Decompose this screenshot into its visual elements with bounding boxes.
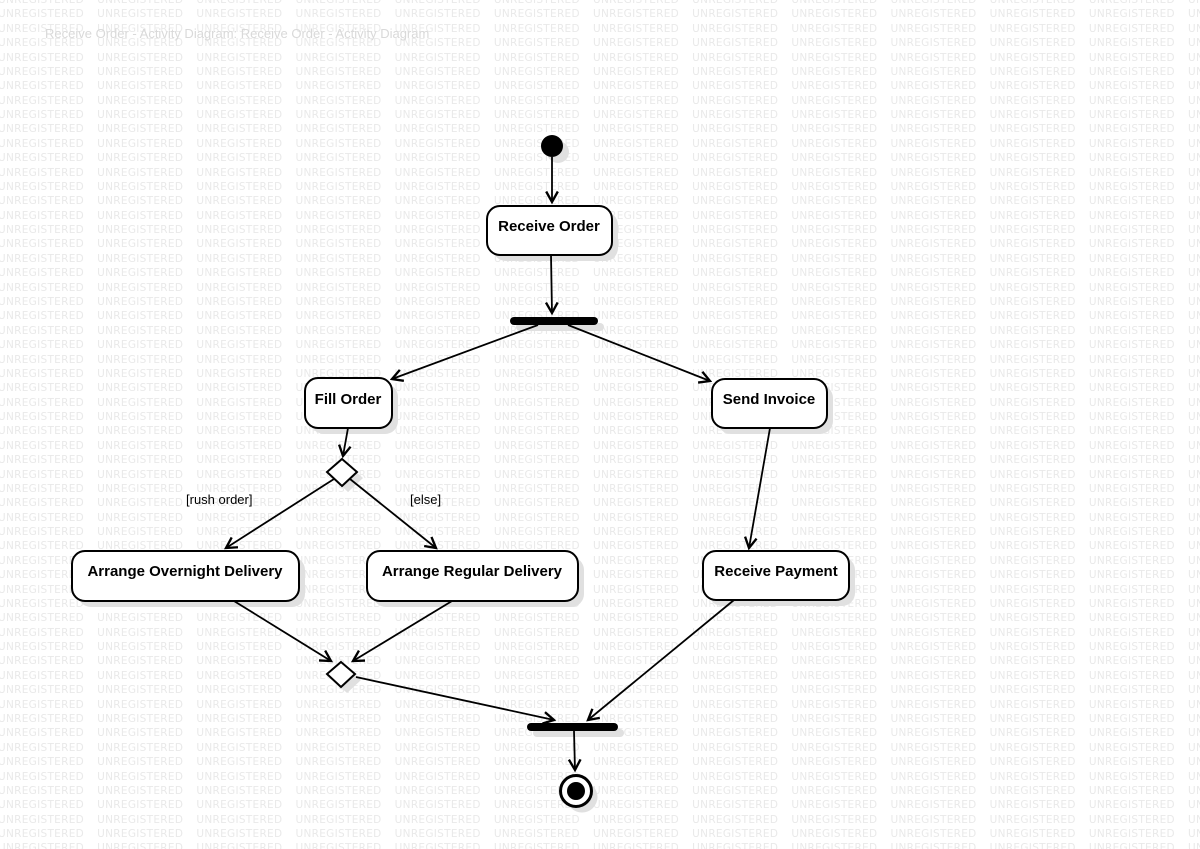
- join-bar[interactable]: [527, 723, 618, 731]
- initial-node[interactable]: [541, 135, 563, 157]
- activity-receive-order[interactable]: Receive Order: [486, 205, 613, 256]
- activity-send-invoice[interactable]: Send Invoice: [711, 378, 828, 429]
- activity-fill-order-label: Fill Order: [315, 391, 382, 408]
- flow-decision-to-overnight[interactable]: [226, 478, 335, 548]
- merge-diamond[interactable]: [325, 660, 357, 689]
- activity-receive-payment-label: Receive Payment: [714, 563, 837, 580]
- final-node-dot: [567, 782, 585, 800]
- fork-bar[interactable]: [510, 317, 598, 325]
- activity-arrange-overnight[interactable]: Arrange Overnight Delivery: [71, 550, 300, 602]
- guard-else: [else]: [410, 492, 441, 507]
- activity-arrange-overnight-label: Arrange Overnight Delivery: [87, 563, 283, 580]
- guard-rush-order: [rush order]: [186, 492, 252, 507]
- activity-arrange-regular-label: Arrange Regular Delivery: [382, 563, 563, 580]
- document-title: Receive Order - Activity Diagram: Receiv…: [45, 26, 430, 41]
- flow-decision-to-regular[interactable]: [349, 478, 436, 548]
- flow-overnight-to-merge[interactable]: [233, 600, 331, 661]
- activity-arrange-regular[interactable]: Arrange Regular Delivery: [366, 550, 579, 602]
- flow-join-to-end[interactable]: [574, 730, 575, 770]
- activity-receive-payment-box[interactable]: [702, 550, 850, 601]
- activity-receive-order-box[interactable]: [486, 205, 613, 256]
- activity-receive-payment[interactable]: Receive Payment: [702, 550, 850, 601]
- activity-fill-order-box[interactable]: [304, 377, 393, 429]
- activity-send-invoice-label: Send Invoice: [723, 391, 816, 408]
- activity-arrange-overnight-box[interactable]: [71, 550, 300, 602]
- flow-merge-to-join[interactable]: [355, 676, 554, 720]
- decision-diamond[interactable]: [325, 457, 359, 488]
- flow-receive-order-to-fork[interactable]: [551, 254, 552, 313]
- flow-fork-to-fill-order[interactable]: [392, 324, 539, 379]
- activity-arrange-regular-box[interactable]: [366, 550, 579, 602]
- shadows: [78, 141, 855, 813]
- final-node[interactable]: [559, 774, 593, 808]
- edges: [226, 157, 771, 770]
- activity-receive-order-label: Receive Order: [498, 218, 600, 235]
- flow-send-invoice-to-receive-payment[interactable]: [749, 427, 771, 548]
- flow-receive-payment-to-join[interactable]: [588, 599, 735, 720]
- flow-fork-to-send-invoice[interactable]: [567, 324, 710, 381]
- flow-fill-order-to-decision[interactable]: [343, 427, 348, 456]
- activity-fill-order[interactable]: Fill Order: [304, 377, 393, 429]
- flow-regular-to-merge[interactable]: [353, 600, 453, 661]
- activity-send-invoice-box[interactable]: [711, 378, 828, 429]
